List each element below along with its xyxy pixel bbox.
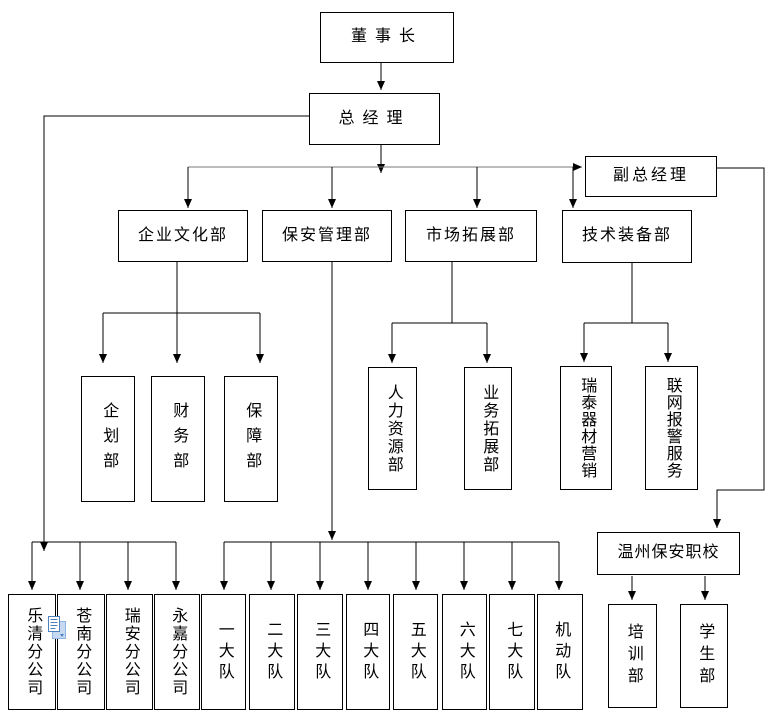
node-planning-dept: 企划部 (81, 376, 135, 502)
node-cangnan-branch: 苍南分公司 (57, 594, 105, 710)
node-corporate-culture-dept: 企业文化部 (118, 210, 248, 262)
node-general-manager: 总经理 (309, 93, 440, 145)
node-business-expansion-dept: 业务拓展部 (464, 367, 512, 490)
node-security-management-dept: 保安管理部 (262, 210, 392, 262)
node-squad-5: 五大队 (393, 594, 438, 710)
node-squad-4: 四大队 (346, 594, 390, 710)
node-wenzhou-security-school: 温州保安职校 (597, 532, 740, 575)
node-chairman: 董事长 (320, 12, 454, 63)
node-squad-1: 一大队 (201, 594, 246, 710)
node-network-alarm-service: 联网报警服务 (645, 366, 698, 490)
node-ruian-branch: 瑞安分公司 (106, 594, 153, 710)
node-squad-7: 七大队 (489, 594, 535, 710)
node-squad-3: 三大队 (297, 594, 343, 710)
node-training-dept: 培训部 (608, 604, 657, 708)
node-ruitai-equipment-marketing: 瑞泰器材营销 (560, 366, 612, 490)
node-deputy-general-manager: 副总经理 (585, 156, 717, 197)
node-support-dept: 保障部 (224, 376, 278, 502)
node-yongjia-branch: 永嘉分公司 (154, 594, 200, 710)
node-squad-2: 二大队 (249, 594, 295, 710)
node-mobile-squad: 机动队 (537, 594, 583, 710)
node-student-dept: 学生部 (680, 604, 728, 708)
node-hr-dept: 人力资源部 (368, 367, 417, 490)
paste-options-icon[interactable] (48, 616, 66, 639)
node-yueqing-branch: 乐清分公司 (8, 594, 56, 710)
node-market-expansion-dept: 市场拓展部 (405, 210, 537, 262)
node-squad-6: 六大队 (442, 594, 487, 710)
node-finance-dept: 财务部 (151, 376, 205, 502)
node-tech-equipment-dept: 技术装备部 (562, 210, 692, 263)
